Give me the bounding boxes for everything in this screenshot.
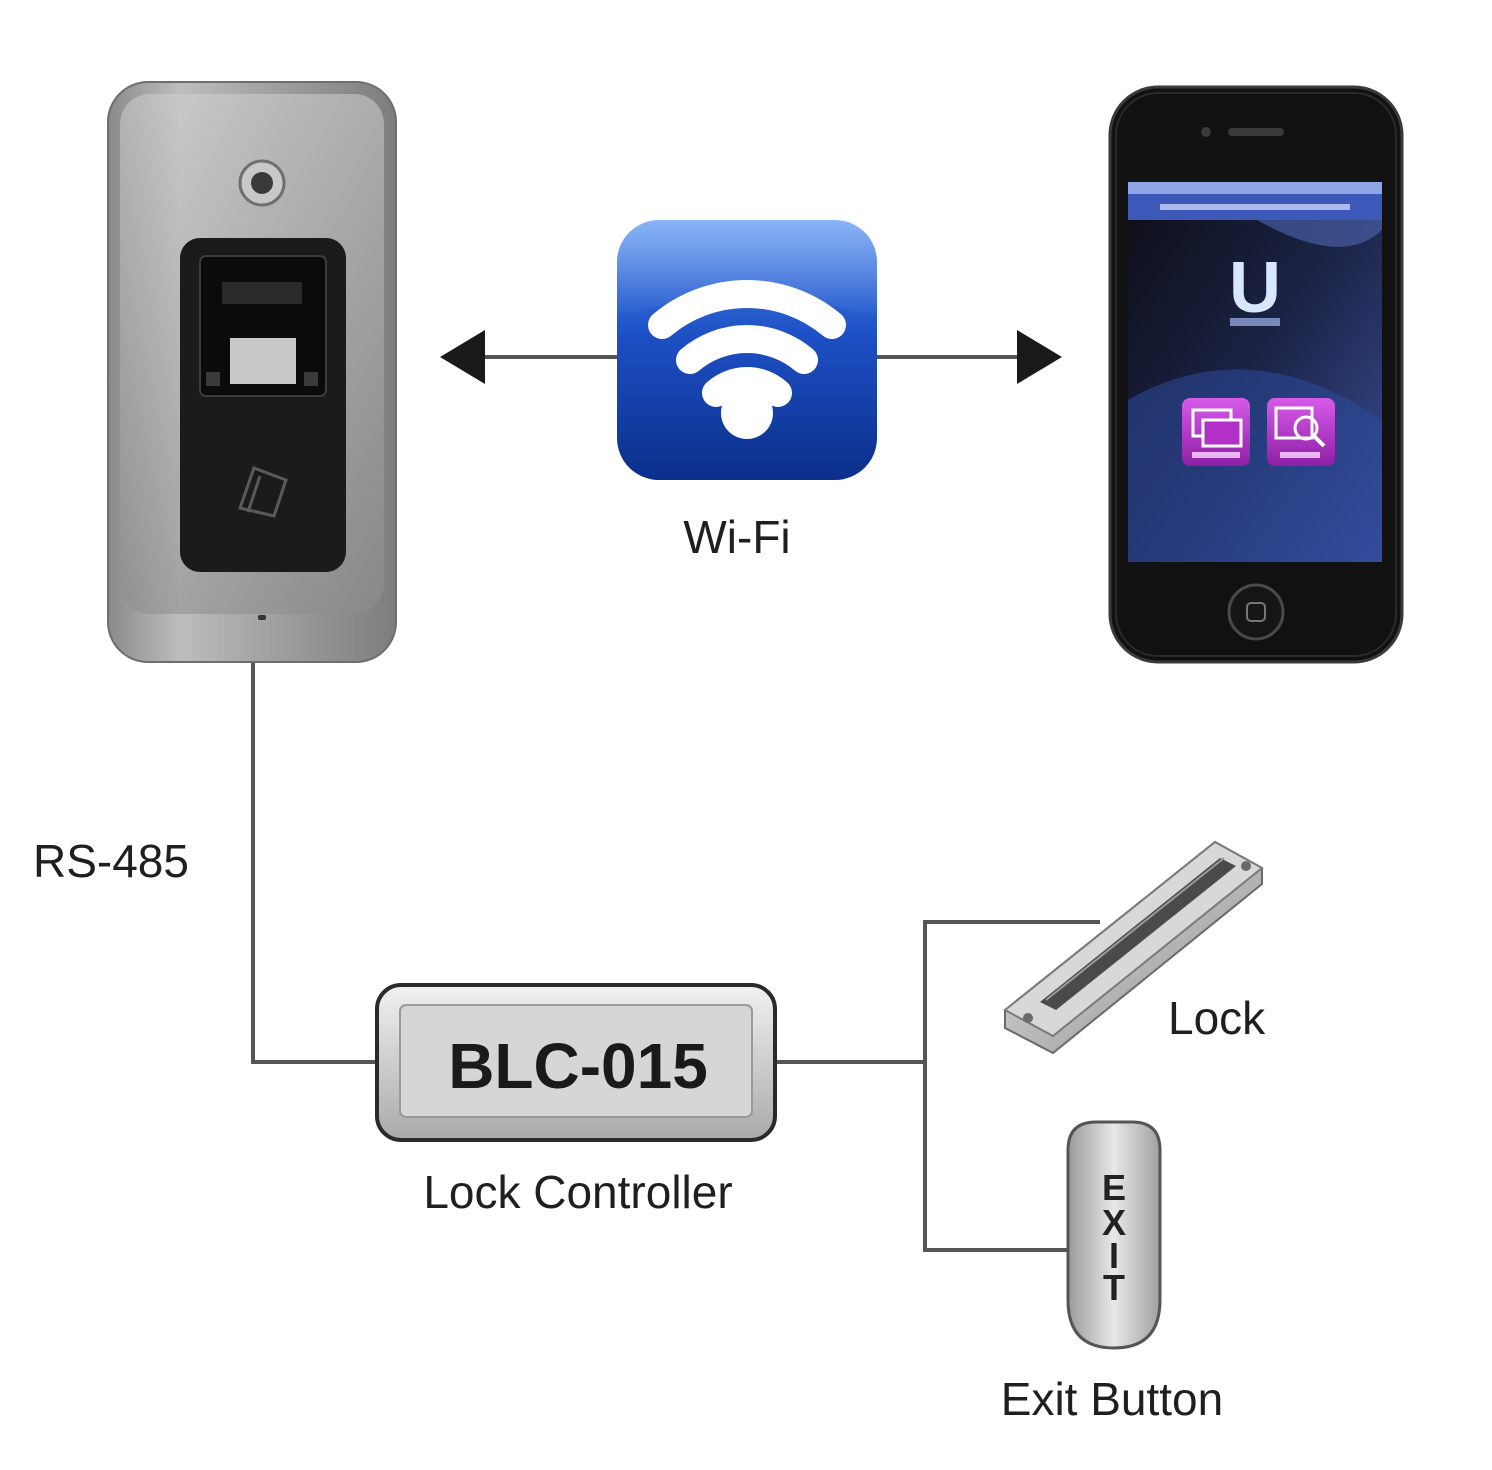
arrow-right-head bbox=[1017, 330, 1062, 384]
arrow-left-head bbox=[440, 330, 485, 384]
app-tile-search[interactable] bbox=[1267, 398, 1335, 466]
wiring bbox=[251, 660, 1100, 1252]
exit-button-label: Exit Button bbox=[1001, 1373, 1223, 1425]
home-button[interactable] bbox=[1227, 583, 1285, 641]
exit-letter-i: I bbox=[1109, 1235, 1119, 1276]
card-icon bbox=[238, 466, 288, 518]
smartphone: U bbox=[1108, 85, 1404, 664]
lock-controller-label: Lock Controller bbox=[423, 1166, 732, 1218]
rs485-wire bbox=[251, 660, 378, 1064]
app-tile-devices[interactable] bbox=[1182, 398, 1250, 466]
fingerprint-sensor bbox=[230, 338, 296, 384]
lock-controller-box: BLC-015 bbox=[375, 983, 777, 1142]
branch-wire bbox=[923, 920, 1100, 1252]
wifi-icon bbox=[648, 279, 846, 407]
fingerprint-reader-device bbox=[107, 81, 397, 663]
wifi-label: Wi-Fi bbox=[683, 511, 790, 563]
rs485-label: RS-485 bbox=[33, 835, 189, 887]
search-icon bbox=[1293, 415, 1319, 441]
magnetic-lock bbox=[1003, 840, 1264, 1055]
wifi-link-arrows bbox=[440, 330, 1062, 384]
lock-label: Lock bbox=[1168, 992, 1266, 1044]
exit-letter-x: X bbox=[1102, 1202, 1126, 1243]
exit-button-device: E X I T bbox=[1066, 1120, 1162, 1350]
wifi-badge bbox=[617, 220, 877, 480]
speaker-slot bbox=[1228, 128, 1284, 136]
exit-letter-e: E bbox=[1102, 1167, 1126, 1208]
exit-letter-t: T bbox=[1103, 1267, 1125, 1308]
app-logo-letter: U bbox=[1229, 248, 1281, 328]
controller-model: BLC-015 bbox=[448, 1030, 708, 1102]
